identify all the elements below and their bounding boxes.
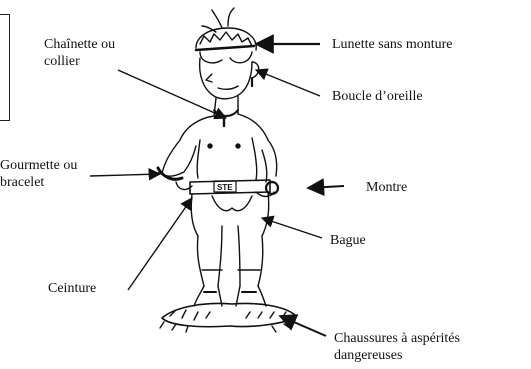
label-chain: Chaînette ou collier	[44, 36, 115, 70]
label-shoes-line2: dangereuses	[334, 347, 460, 364]
label-ring-line1: Bague	[330, 232, 366, 249]
label-shoes: Chaussures à aspérités dangereuses	[334, 330, 460, 364]
label-glasses-line1: Lunette sans monture	[332, 36, 453, 53]
belt-text: STE	[217, 183, 233, 192]
label-chain-line2: collier	[44, 53, 115, 70]
label-chain-line1: Chaînette ou	[44, 36, 115, 53]
label-watch-line1: Montre	[366, 179, 407, 196]
label-belt-line1: Ceinture	[48, 280, 96, 297]
character-figure	[152, 8, 296, 332]
pointer-watch	[308, 186, 344, 188]
pointer-bracelet	[90, 174, 160, 176]
label-ring: Bague	[330, 232, 366, 249]
label-bracelet-line1: Gourmette ou	[0, 157, 77, 174]
pointer-belt	[128, 198, 192, 290]
label-earring: Boucle d’oreille	[332, 88, 423, 105]
label-watch: Montre	[366, 179, 407, 196]
label-shoes-line1: Chaussures à aspérités	[334, 330, 460, 347]
label-bracelet: Gourmette ou bracelet	[0, 157, 77, 191]
label-earring-line1: Boucle d’oreille	[332, 88, 423, 105]
pointer-ring	[262, 218, 322, 238]
label-bracelet-line2: bracelet	[0, 174, 77, 191]
label-belt: Ceinture	[48, 280, 96, 297]
label-glasses: Lunette sans monture	[332, 36, 453, 53]
pointer-chain	[118, 70, 226, 118]
pointer-earring	[256, 70, 320, 96]
